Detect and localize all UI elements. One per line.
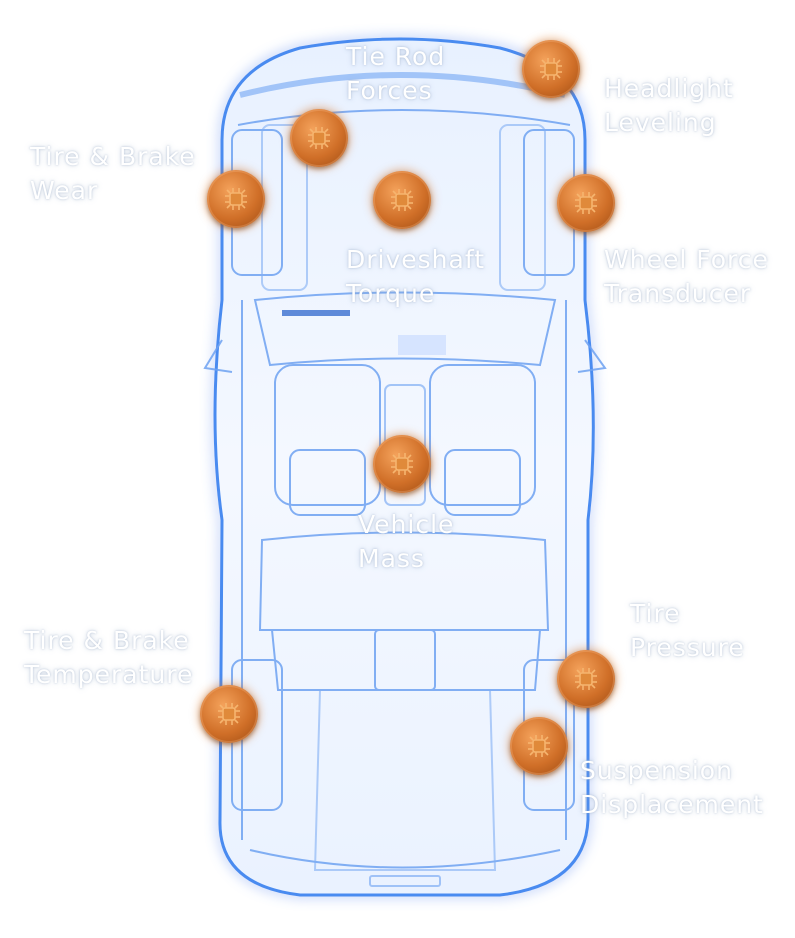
label-line: Driveshaft xyxy=(346,245,486,274)
label-tie-rod-forces: Tie Rod Forces xyxy=(346,40,445,108)
label-suspension-displacement: Suspension Displacement xyxy=(580,754,764,822)
label-driveshaft-torque: Driveshaft Torque xyxy=(346,243,485,311)
label-line: Displacement xyxy=(580,790,764,819)
sensor-suspension[interactable] xyxy=(510,717,568,775)
label-line: Torque xyxy=(346,279,436,308)
label-line: Tire & Brake xyxy=(30,142,196,171)
sensor-tie-rod[interactable] xyxy=(290,109,348,167)
sensor-wheel-force[interactable] xyxy=(557,174,615,232)
label-line: Wear xyxy=(30,176,99,205)
label-line: Tire & Brake xyxy=(24,626,190,655)
label-line: Pressure xyxy=(630,633,745,662)
label-line: Temperature xyxy=(24,660,194,689)
label-line: Leveling xyxy=(604,108,717,137)
sensor-tire-pressure[interactable] xyxy=(557,650,615,708)
sensor-tire-brake-temp[interactable] xyxy=(200,685,258,743)
label-vehicle-mass: Vehicle Mass xyxy=(358,508,454,576)
label-line: Forces xyxy=(346,76,433,105)
label-wheel-force-transducer: Wheel Force Transducer xyxy=(604,243,769,311)
label-line: Suspension xyxy=(580,756,733,785)
label-headlight-leveling: Headlight Leveling xyxy=(604,72,734,140)
label-line: Tie Rod xyxy=(346,42,446,71)
label-line: Vehicle xyxy=(358,510,455,539)
label-line: Headlight xyxy=(604,74,734,103)
label-line: Tire xyxy=(630,599,681,628)
label-line: Mass xyxy=(358,544,425,573)
sensor-vehicle-mass[interactable] xyxy=(373,435,431,493)
sensor-tire-brake-wear[interactable] xyxy=(207,170,265,228)
label-tire-pressure: Tire Pressure xyxy=(630,597,745,665)
sensor-driveshaft[interactable] xyxy=(373,171,431,229)
sensor-headlight[interactable] xyxy=(522,40,580,98)
label-tire-brake-wear: Tire & Brake Wear xyxy=(30,140,196,208)
label-line: Wheel Force xyxy=(604,245,769,274)
label-tire-brake-temperature: Tire & Brake Temperature xyxy=(24,624,193,692)
label-line: Transducer xyxy=(604,279,752,308)
